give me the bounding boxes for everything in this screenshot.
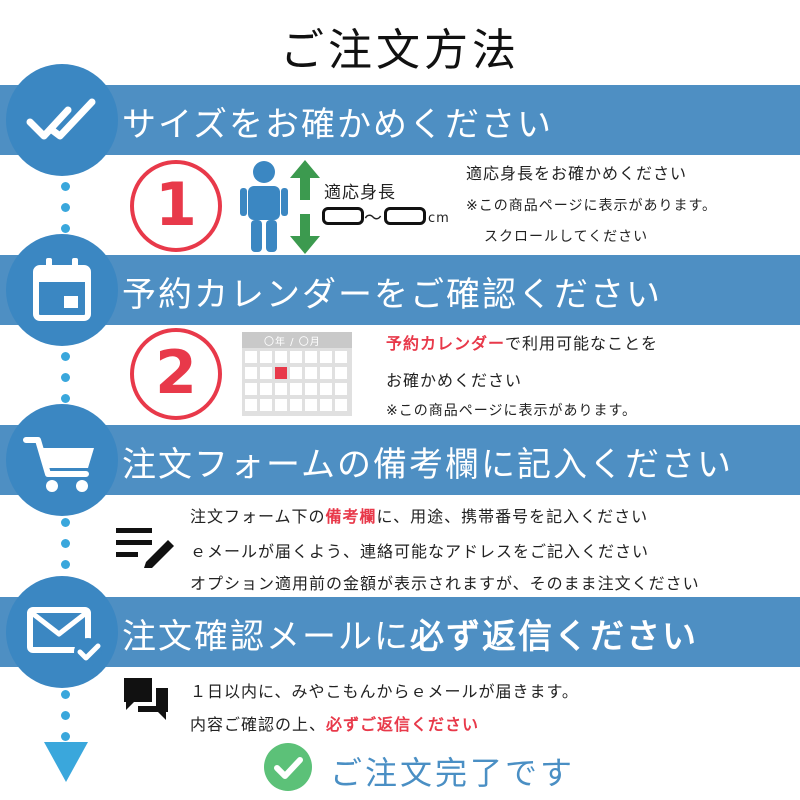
shopping-cart-icon	[23, 437, 94, 492]
arrow-updown-icon	[290, 160, 320, 254]
calendar-illustration	[242, 332, 352, 416]
step-1-heading: サイズをお確かめください	[122, 105, 553, 145]
step-4-heading: 注文確認メールに必ず返信ください	[122, 617, 698, 657]
step-2-heading: 予約カレンダーをご確認ください	[122, 275, 662, 315]
double-check-icon	[26, 98, 96, 140]
step-3-header: 注文フォームの備考欄に記入ください	[0, 425, 800, 495]
step-4-icon-circle	[6, 576, 118, 688]
step-2-line-2: お確かめください	[386, 371, 523, 390]
unit-label: cm	[428, 211, 450, 226]
min-height-box	[322, 207, 364, 225]
step-3-heading: 注文フォームの備考欄に記入ください	[122, 445, 733, 485]
step-2-number: 2	[130, 328, 222, 420]
remarks-field-highlight: 備考欄	[325, 507, 377, 526]
tilde: 〜	[364, 208, 383, 229]
step-4-line-2: 内容ご確認の上、必ずご返信ください	[190, 715, 480, 734]
step-1-line-1: 適応身長をお確かめください	[466, 164, 688, 183]
step-2-line-1: 予約カレンダーで利用可能なことを	[386, 334, 659, 353]
edit-list-icon	[116, 528, 174, 568]
step-3-icon-circle	[6, 404, 118, 516]
calendar-icon	[33, 258, 91, 321]
must-reply-emphasis: 必ず返信ください	[410, 617, 698, 657]
step-4-header: 注文確認メールに必ず返信ください	[0, 597, 800, 667]
step-3-line-1: 注文フォーム下の備考欄に、用途、携帯番号を記入ください	[190, 507, 649, 526]
arrow-down-icon	[44, 742, 88, 782]
step-1-line-2: ※この商品ページに表示があります。	[466, 198, 718, 214]
step-2-icon-circle	[6, 234, 118, 346]
max-height-box	[384, 207, 426, 225]
step-1-icon-circle	[6, 64, 118, 176]
step-1-header: サイズをお確かめください	[0, 85, 800, 155]
check-circle-icon	[264, 743, 312, 791]
step-1-number: 1	[130, 160, 222, 252]
height-label: 適応身長	[324, 183, 396, 203]
must-reply-highlight: 必ずご返信ください	[326, 715, 480, 734]
step-3-line-2: ｅメールが届くよう、連絡可能なアドレスをご記入ください	[190, 542, 650, 561]
mail-check-icon	[27, 607, 102, 666]
step-3-line-3: オプション適用前の金額が表示されますが、そのまま注文ください	[190, 574, 700, 593]
step-4-line-1: １日以内に、みやこもんからｅメールが届きます。	[190, 682, 579, 701]
calendar-month-label: 〇年 / 〇月	[264, 337, 321, 348]
reservation-calendar-highlight: 予約カレンダー	[386, 334, 506, 353]
step-connector	[61, 690, 71, 753]
order-complete-text: ご注文完了です	[330, 754, 576, 792]
step-1-line-3: スクロールしてください	[484, 229, 649, 245]
chat-icon	[124, 678, 168, 720]
person-icon	[240, 161, 288, 252]
step-2-header: 予約カレンダーをご確認ください	[0, 255, 800, 325]
page-title: ご注文方法	[280, 25, 520, 76]
step-2-line-3: ※この商品ページに表示があります。	[386, 403, 638, 419]
